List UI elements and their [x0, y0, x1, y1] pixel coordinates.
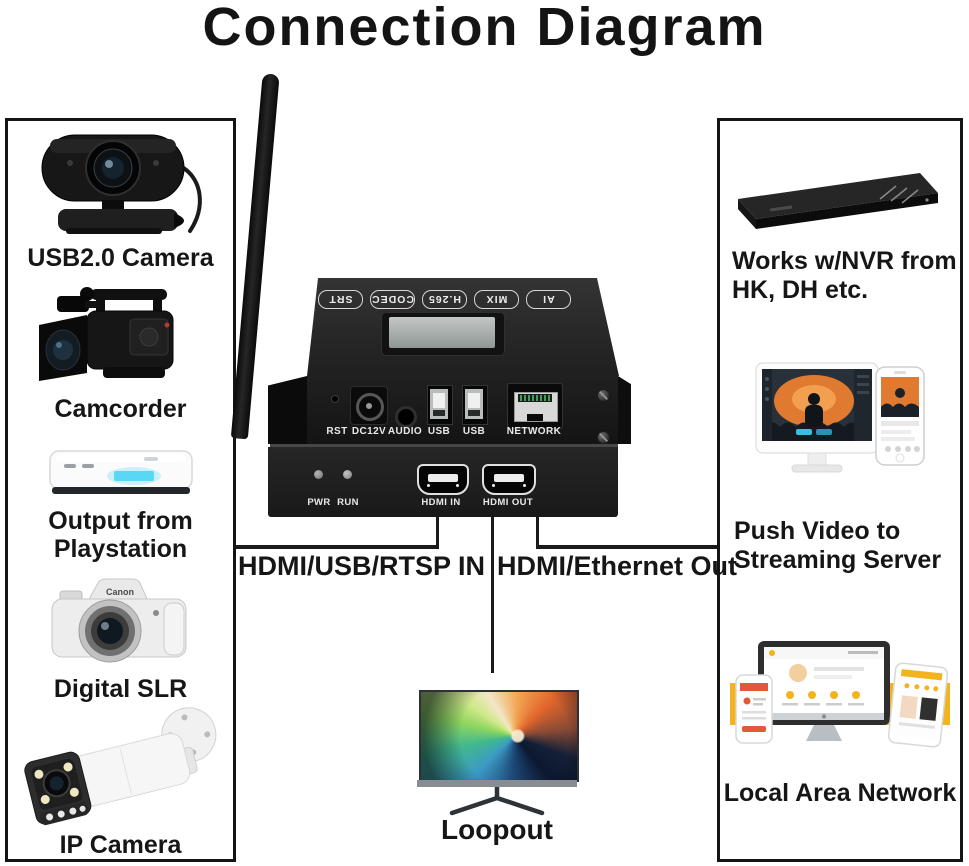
- dslr-brand-text: Canon: [106, 587, 134, 597]
- hdmi-out-port: [482, 464, 536, 495]
- badge-mix: MIX: [474, 290, 519, 309]
- encoder-right-side: [618, 376, 631, 444]
- rst-label: RST: [326, 426, 348, 437]
- nvr-icon: [738, 173, 938, 229]
- lcd-display: [389, 317, 495, 348]
- playstation-label: Output from Playstation: [48, 507, 193, 564]
- camcorder-icon: [39, 287, 174, 381]
- badge-codec: CODEC: [370, 290, 415, 309]
- run-led: [343, 470, 352, 479]
- dslr-label: Digital SLR: [53, 675, 188, 703]
- encoder-left-side: [268, 376, 307, 444]
- output-line-horizontal: [536, 545, 717, 549]
- usb-camera-label: USB2.0 Camera: [27, 244, 214, 272]
- run-label: RUN: [337, 497, 359, 508]
- hdmi-in-label: HDMI IN: [421, 497, 461, 508]
- loopout-label: Loopout: [441, 814, 553, 845]
- lan-devices-icon: [730, 641, 950, 748]
- encoder-feature-badges: SRT CODEC H.265 MIX AI: [318, 290, 571, 309]
- hdmi-in-port: [417, 464, 469, 495]
- pwr-label: PWR: [307, 497, 331, 508]
- monitor-stand-icon: [449, 787, 545, 816]
- input-line-horizontal: [236, 545, 439, 549]
- page-title: Connection Diagram: [202, 0, 767, 57]
- badge-srt: SRT: [318, 290, 363, 309]
- camcorder-label: Camcorder: [54, 395, 187, 423]
- output-line-vertical: [536, 517, 539, 548]
- loopout-monitor-screen: [419, 690, 579, 782]
- output-targets-panel: Works w/NVR from HK, DH etc.: [717, 118, 963, 862]
- nvr-label: Works w/NVR from HK, DH etc.: [732, 247, 957, 304]
- dslr-camera-icon: Canon: [51, 578, 187, 663]
- audio-jack: [395, 406, 417, 428]
- hdmi-out-label: HDMI OUT: [482, 497, 534, 508]
- usb2-label: USB: [462, 426, 486, 437]
- usb-port-1: [427, 385, 453, 425]
- loopout-monitor-chin: [417, 780, 577, 787]
- audio-label: AUDIO: [387, 426, 423, 437]
- pwr-led: [314, 470, 323, 479]
- input-devices-panel: USB2.0 Camera Camcorder: [5, 118, 236, 862]
- streaming-label: Push Video to Streaming Server: [734, 517, 942, 574]
- dc-power-jack: [350, 386, 388, 425]
- ip-camera-icon: [24, 707, 217, 826]
- badge-ai: AI: [526, 290, 571, 309]
- usb1-label: USB: [427, 426, 451, 437]
- playstation-console-icon: [49, 450, 193, 494]
- screw-icon: [597, 431, 610, 444]
- network-label: NETWORK: [506, 426, 562, 437]
- input-line-vertical: [436, 517, 439, 548]
- loopout-line: [491, 517, 494, 673]
- output-connection-label: HDMI/Ethernet Out: [497, 551, 737, 581]
- reset-pinhole: [331, 395, 339, 403]
- lan-label: Local Area Network: [723, 779, 957, 807]
- badge-h265: H.265: [422, 290, 467, 309]
- ip-camera-label: IP Camera: [59, 831, 182, 859]
- screw-icon: [597, 389, 610, 402]
- input-connection-label: HDMI/USB/RTSP IN: [238, 551, 486, 581]
- dc12v-label: DC12V: [351, 426, 387, 437]
- webcam-icon: [41, 134, 202, 234]
- chassis-gap: [270, 444, 618, 447]
- usb-port-2: [462, 385, 488, 425]
- streaming-server-icon: [755, 362, 925, 473]
- network-port: [507, 383, 563, 429]
